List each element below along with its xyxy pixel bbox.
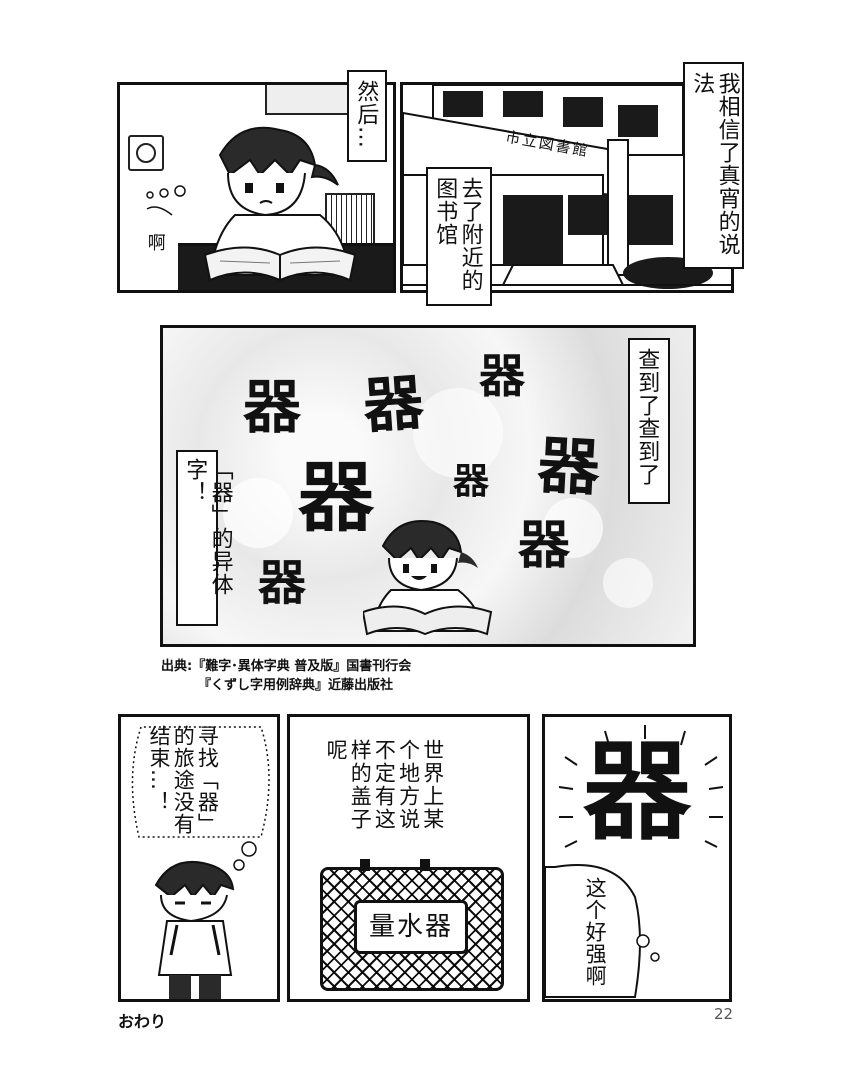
variant-char-3: 器 xyxy=(479,349,525,403)
lid-handle-left xyxy=(360,859,370,871)
variant-char-6: 器 xyxy=(535,428,602,505)
variant-char-2: 器 xyxy=(361,367,426,442)
panel-3-narration-left-box: 「器」的异体字！ xyxy=(176,450,233,626)
source-line-2: 『くずし字用例辞典』近藤出版社 xyxy=(198,678,394,693)
panel-2: 市立図書館 xyxy=(400,82,734,293)
sparkle xyxy=(223,478,293,548)
thought-dots xyxy=(146,185,186,216)
panel-5: 世界上某个地方说不定有这样的盖子呢 量水器 xyxy=(287,714,530,1002)
lid-handle-right xyxy=(420,859,430,871)
lid-label: 量水器 xyxy=(354,900,468,954)
panel-3-narration-right-box: 查到了查到了 xyxy=(628,338,670,504)
variant-char-4: 器 xyxy=(298,453,374,542)
page-number: 22 xyxy=(714,1005,734,1023)
panel-6: 器 这个好强啊 xyxy=(542,714,732,1002)
source-line-1: 出典:『難字･異体字典 普及版』国書刊行会 xyxy=(161,659,412,674)
panel-4: 寻找「器」的旅途没有结束…！ xyxy=(118,714,280,1002)
panel-1-narration: 然后… xyxy=(353,80,379,149)
panel-2-narration-right: 我相信了真宵的说法 xyxy=(689,72,740,256)
variant-char-7: 器 xyxy=(518,516,571,576)
end-mark: おわり xyxy=(118,1012,167,1031)
panel-5-text: 世界上某个地方说不定有这样的盖子呢 xyxy=(324,739,445,831)
panel-3-narration-left: 「器」的异体字！ xyxy=(182,458,233,596)
sparkle xyxy=(413,388,503,478)
variant-char-1: 器 xyxy=(243,373,302,441)
panel-2-narration-left: 去了附近的图书馆 xyxy=(432,177,483,292)
sparkle xyxy=(543,498,603,558)
thought-bubble-outline xyxy=(131,726,270,871)
sparkle xyxy=(603,558,653,608)
wall-outlet xyxy=(128,135,164,171)
panel-1-narration-box: 然后… xyxy=(347,70,387,162)
panel-6-thought: 这个好强啊 xyxy=(583,877,608,987)
panel-6-big-char: 器 xyxy=(583,730,692,855)
reading-character xyxy=(203,126,357,282)
radiating-lines xyxy=(558,725,724,848)
wall-outlet-socket xyxy=(136,143,156,163)
variant-char-5: 器 xyxy=(453,461,490,502)
variant-char-8: 器 xyxy=(258,555,307,611)
panel-4-thought: 寻找「器」的旅途没有结束…！ xyxy=(147,725,220,835)
panel-2-narration-left-box: 去了附近的图书馆 xyxy=(426,167,492,306)
panel-3: 器 器 器 器 器 器 器 器 xyxy=(160,325,696,647)
panel-6-thought-bubble xyxy=(545,864,660,998)
happy-reading-character xyxy=(363,520,493,636)
standing-character xyxy=(154,861,235,999)
panel-3-narration-right: 查到了查到了 xyxy=(634,348,660,486)
sfx-ah: 啊 xyxy=(144,233,166,252)
panel-2-narration-right-box: 我相信了真宵的说法 xyxy=(683,62,744,269)
